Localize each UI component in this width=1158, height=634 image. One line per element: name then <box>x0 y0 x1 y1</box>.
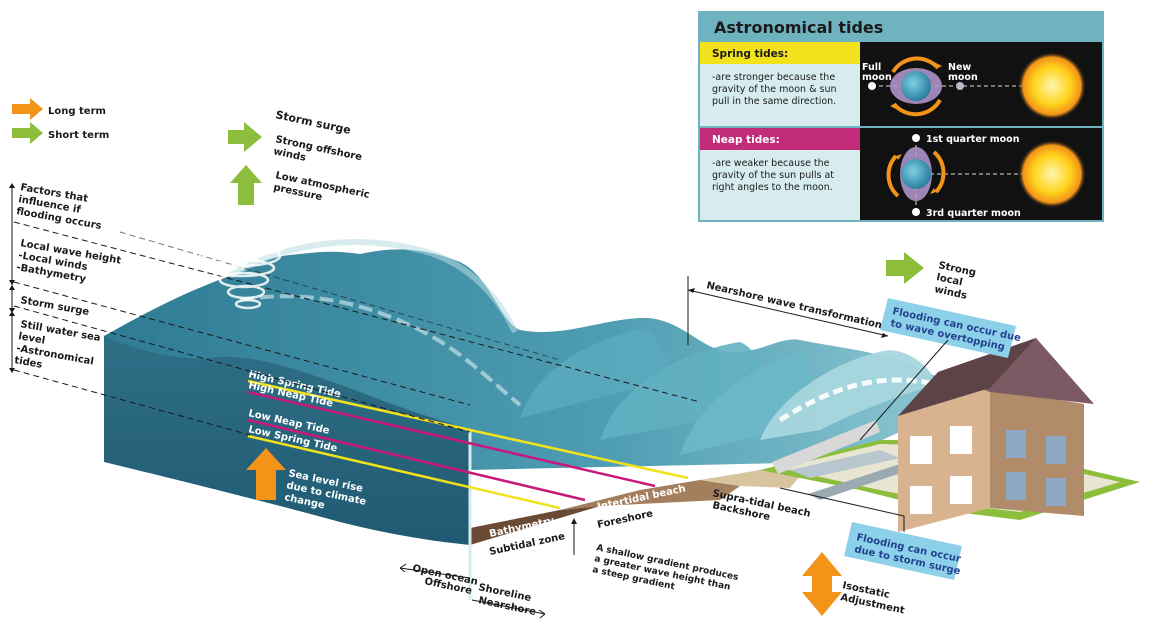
spring-text-line2: gravity of the moon & sun <box>712 84 837 95</box>
storm-surge-panel: Storm surge Strong offshore winds Low at… <box>228 108 371 205</box>
tornado-icon <box>178 216 294 310</box>
storm-surge-scale-label: Storm surge <box>19 295 90 318</box>
local-winds-line3: winds <box>933 284 968 302</box>
guide-lines <box>13 221 701 436</box>
supratidal-beach <box>700 470 800 488</box>
storm-surge-title: Storm surge <box>274 108 352 137</box>
astro-title: Astronomical tides <box>714 18 883 37</box>
house <box>898 338 1094 532</box>
spring-text-line1: -are stronger because the <box>712 72 835 83</box>
new-moon-line2: moon <box>948 72 978 83</box>
astronomical-tides-panel: Astronomical tides Spring tides: -are st… <box>698 11 1104 222</box>
spring-tides-title: Spring tides: <box>712 48 788 60</box>
neap-text-line1: -are weaker because the <box>712 158 830 169</box>
nearshore-transformation-label: Nearshore wave transformation <box>705 280 883 331</box>
legend-long-term: Long term <box>48 106 106 117</box>
neap-sun-icon <box>1018 140 1086 208</box>
full-moon-line2: moon <box>862 72 892 83</box>
low-pressure-arrow-icon <box>230 165 262 205</box>
local-winds-arrow-icon <box>886 252 924 284</box>
house-roof <box>938 338 1094 404</box>
legend-short-term: Short term <box>48 130 109 141</box>
flooding-storm-callout: Flooding can occur due to storm surge <box>779 487 962 580</box>
local-winds-line2: local <box>935 272 963 288</box>
first-quarter-label: 1st quarter moon <box>926 134 1020 145</box>
sun-icon <box>1018 52 1086 120</box>
new-moon-icon <box>956 82 964 90</box>
legend: Long term Short term <box>12 98 109 144</box>
third-quarter-label: 3rd quarter moon <box>926 208 1021 219</box>
still-water-line2: level <box>17 331 45 347</box>
foreshore-label: Foreshore <box>596 508 654 531</box>
spring-text-line3: pull in the same direction. <box>712 96 836 107</box>
neap-text-line3: right angles to the moon. <box>712 182 833 193</box>
nearshore-transformation: Nearshore wave transformation <box>687 276 889 345</box>
full-moon-line1: Full <box>862 62 881 73</box>
earth-icon <box>901 71 931 101</box>
sea-level-rise-arrow-icon <box>246 448 286 500</box>
sea-front-face <box>104 336 470 545</box>
strong-local-winds: Strong local winds <box>886 252 977 302</box>
still-water-line4: tides <box>13 355 43 371</box>
sea-block <box>104 239 945 600</box>
house-side-wall <box>990 388 1084 516</box>
new-moon-line1: New <box>948 62 971 73</box>
offshore-wind-arrow-icon <box>228 122 262 152</box>
seabed-bathymetry <box>470 506 600 545</box>
neap-earth-icon <box>901 159 931 189</box>
gradient-note: A shallow gradient produces a greater wa… <box>571 518 739 593</box>
short-term-arrow-icon <box>12 122 43 144</box>
intertidal-beach <box>560 480 740 510</box>
long-term-arrow-icon <box>12 98 43 120</box>
third-quarter-moon-icon <box>912 208 920 216</box>
neap-tides-title: Neap tides: <box>712 134 780 146</box>
neap-text-line2: gravity of the sun pulls at <box>712 170 834 181</box>
first-quarter-moon-icon <box>912 134 920 142</box>
isostatic-arrow-icon <box>802 552 842 616</box>
full-moon-icon <box>868 82 876 90</box>
